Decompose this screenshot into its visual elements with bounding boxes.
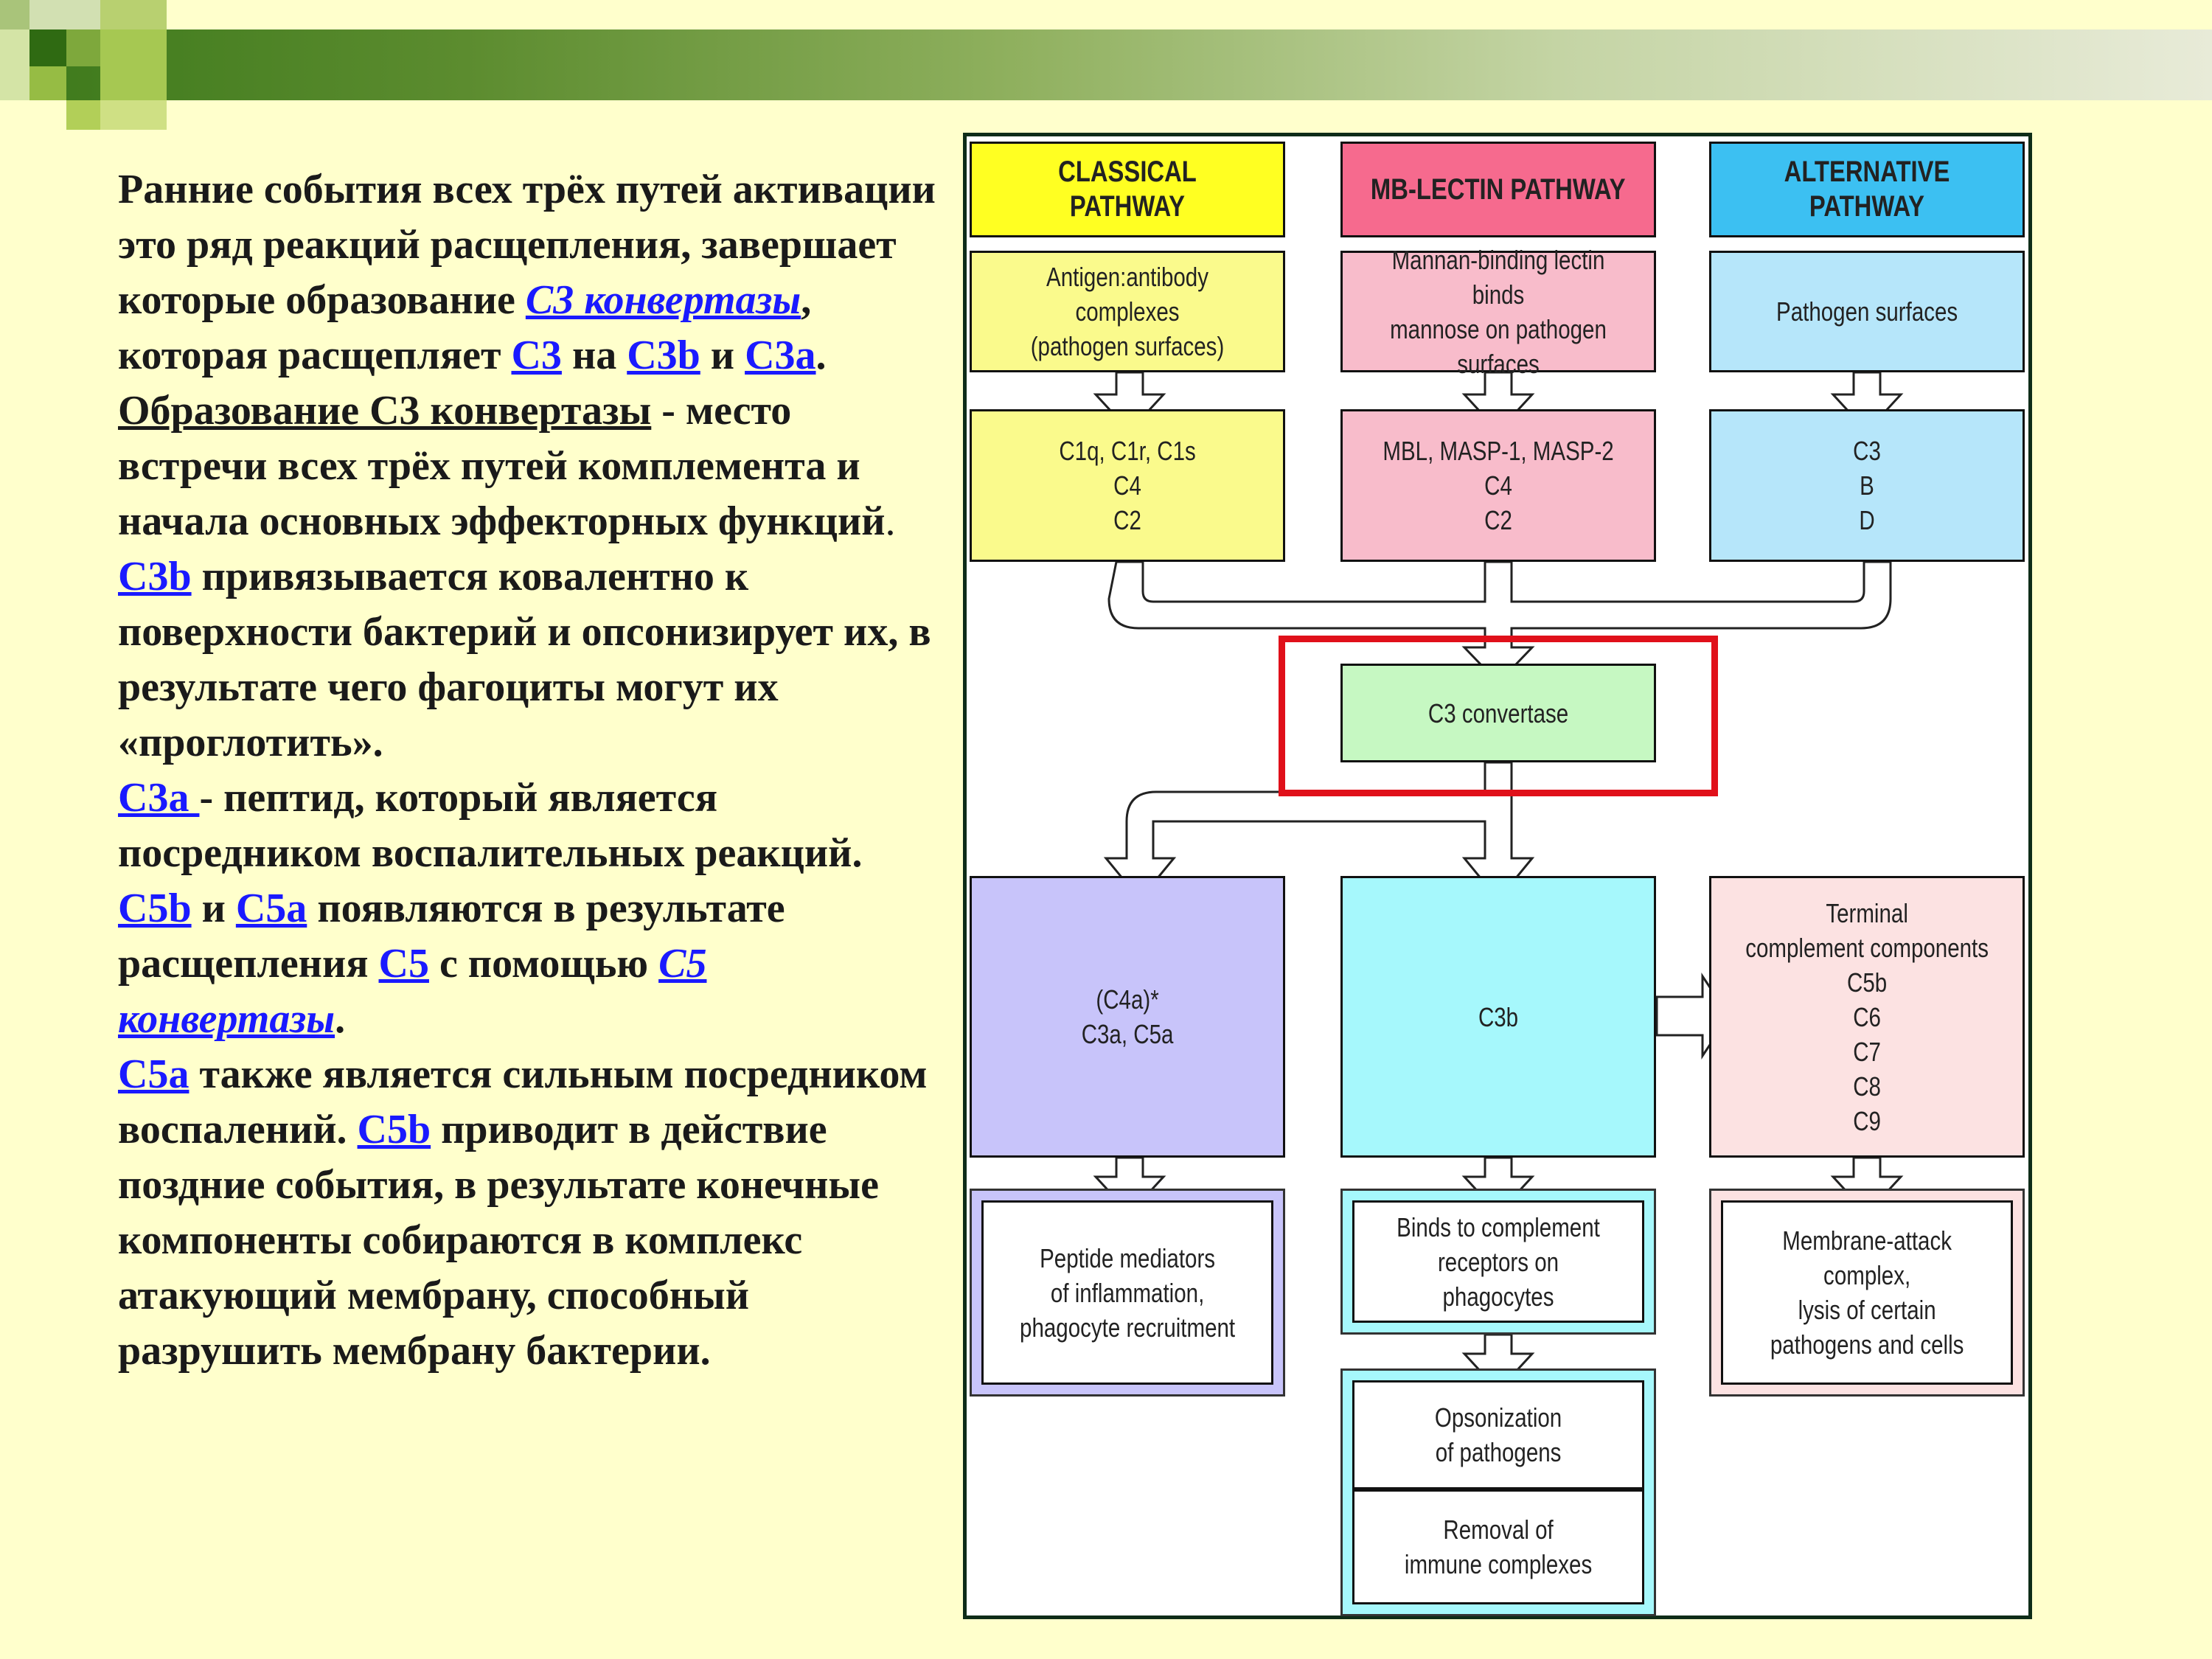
- text-run: Ранние события всех трёх путей активации…: [118, 167, 936, 323]
- mediators-box: (C4a)* C3a, C5a: [970, 876, 1285, 1158]
- text-run: привязывается ковалентно к поверхности б…: [118, 554, 931, 765]
- opsonization-box: Opsonization of pathogens: [1352, 1380, 1644, 1489]
- paragraph-3: С3b привязывается ковалентно к поверхнос…: [118, 549, 936, 771]
- text-run: также является сильным посредником воспа…: [118, 1051, 928, 1152]
- box-label: Pathogen surfaces: [1775, 296, 1958, 327]
- alternative-components-box: C3 B D: [1709, 409, 2025, 562]
- c3-convertase-box: C3 convertase: [1340, 664, 1656, 762]
- header-label: CLASSICAL PATHWAY: [1058, 156, 1197, 223]
- lectin-trigger-box: Mannan-binding lectin binds mannose on p…: [1340, 245, 1656, 379]
- text-run: .: [815, 333, 827, 378]
- link-c5b[interactable]: C5b: [118, 886, 192, 931]
- classical-trigger-box: Antigen:antibody complexes (pathogen sur…: [970, 251, 1285, 372]
- text-run: с помощью: [428, 941, 659, 987]
- text-run: на: [561, 333, 627, 378]
- header-gradient-bar: [29, 29, 2212, 100]
- header-square-decoration: [29, 29, 66, 66]
- paragraph-2: Образование С3 конвертазы - место встреч…: [118, 383, 936, 549]
- link-c5-convertase[interactable]: С5 конвертазы: [118, 941, 707, 1042]
- underlined-text: Образование С3 конвертазы: [118, 388, 652, 434]
- link-c3b[interactable]: С3b: [118, 554, 192, 599]
- alternative-pathway-header: ALTERNATIVE PATHWAY: [1709, 142, 2025, 237]
- text-run: - пептид, который является посредником в…: [118, 775, 863, 876]
- paragraph-4: С3a - пептид, который является посредник…: [118, 771, 936, 1047]
- header-square-decoration: [29, 66, 66, 100]
- header-square-decoration: [0, 0, 29, 29]
- header-label: MB-LECTIN PATHWAY: [1371, 173, 1626, 206]
- terminal-components-box: Terminal complement components C5b C6 C7…: [1709, 876, 2025, 1158]
- binds-receptors-box: Binds to complement receptors on phagocy…: [1352, 1200, 1644, 1323]
- box-label: Terminal complement components C5b C6 C7…: [1745, 897, 1989, 1136]
- membrane-attack-box: Membrane-attack complex, lysis of certai…: [1721, 1200, 2013, 1385]
- text-run: .: [335, 996, 346, 1042]
- box-label: Mannan-binding lectin binds mannose on p…: [1390, 244, 1607, 379]
- text-run: приводит в действие поздние события, в р…: [118, 1107, 879, 1374]
- text-run: появляются в результате расщепления: [118, 886, 785, 987]
- link-c5b[interactable]: C5b: [357, 1107, 431, 1152]
- text-run: и: [191, 886, 236, 931]
- text-run: , которая расщепляет: [118, 277, 812, 378]
- header-square-decoration: [66, 29, 100, 66]
- box-label: Opsonization of pathogens: [1434, 1402, 1562, 1467]
- link-c3a[interactable]: С3a: [118, 775, 200, 821]
- header-square-decoration: [0, 29, 29, 100]
- c3b-box: C3b: [1340, 876, 1656, 1158]
- box-label: C1q, C1r, C1s C4 C2: [1059, 436, 1196, 535]
- box-label: Removal of immune complexes: [1404, 1514, 1593, 1579]
- box-label: Peptide mediators of inflammation, phago…: [1019, 1242, 1236, 1343]
- paragraph-5: C5a также является сильным посредником в…: [118, 1047, 936, 1379]
- link-c3a[interactable]: С3a: [745, 333, 816, 378]
- link-c5a[interactable]: C5a: [235, 886, 307, 931]
- header-square-decoration: [66, 100, 100, 130]
- convertase-highlight-frame: [1279, 636, 1718, 796]
- paragraph-1: Ранние события всех трёх путей активации…: [118, 162, 936, 383]
- link-c3[interactable]: С3: [511, 333, 562, 378]
- header-label: ALTERNATIVE PATHWAY: [1784, 156, 1950, 223]
- classical-components-box: C1q, C1r, C1s C4 C2: [970, 409, 1285, 562]
- body-text: Ранние события всех трёх путей активации…: [118, 162, 936, 1379]
- box-label: C3 B D: [1853, 436, 1881, 535]
- box-label: C3b: [1478, 1001, 1519, 1032]
- link-c3-convertase[interactable]: С3 конвертазы: [525, 277, 801, 323]
- classical-pathway-header: CLASSICAL PATHWAY: [970, 142, 1285, 237]
- link-c5[interactable]: C5: [378, 941, 429, 987]
- lectin-pathway-header: MB-LECTIN PATHWAY: [1340, 142, 1656, 237]
- box-label: Antigen:antibody complexes (pathogen sur…: [1030, 262, 1225, 361]
- header-square-decoration: [29, 0, 100, 29]
- header-square-decoration: [100, 29, 167, 100]
- lectin-components-box: MBL, MASP-1, MASP-2 C4 C2: [1340, 409, 1656, 562]
- alternative-trigger-box: Pathogen surfaces: [1709, 251, 2025, 372]
- text-run: - место встречи всех трёх путей комплеме…: [118, 388, 886, 544]
- header-square-decoration: [100, 100, 167, 130]
- removal-box: Removal of immune complexes: [1352, 1489, 1644, 1604]
- box-label: (C4a)* C3a, C5a: [1081, 984, 1174, 1049]
- link-c5a[interactable]: C5a: [118, 1051, 189, 1097]
- header-square-decoration: [100, 0, 167, 29]
- box-label: Membrane-attack complex, lysis of certai…: [1770, 1225, 1964, 1360]
- text-run: .: [885, 498, 896, 544]
- link-c3b[interactable]: С3b: [627, 333, 700, 378]
- box-label: C3 convertase: [1427, 698, 1569, 728]
- inflammation-outcome-box: Peptide mediators of inflammation, phago…: [981, 1200, 1273, 1385]
- box-label: MBL, MASP-1, MASP-2 C4 C2: [1382, 436, 1614, 535]
- box-label: Binds to complement receptors on phagocy…: [1397, 1211, 1600, 1312]
- text-run: и: [700, 333, 745, 378]
